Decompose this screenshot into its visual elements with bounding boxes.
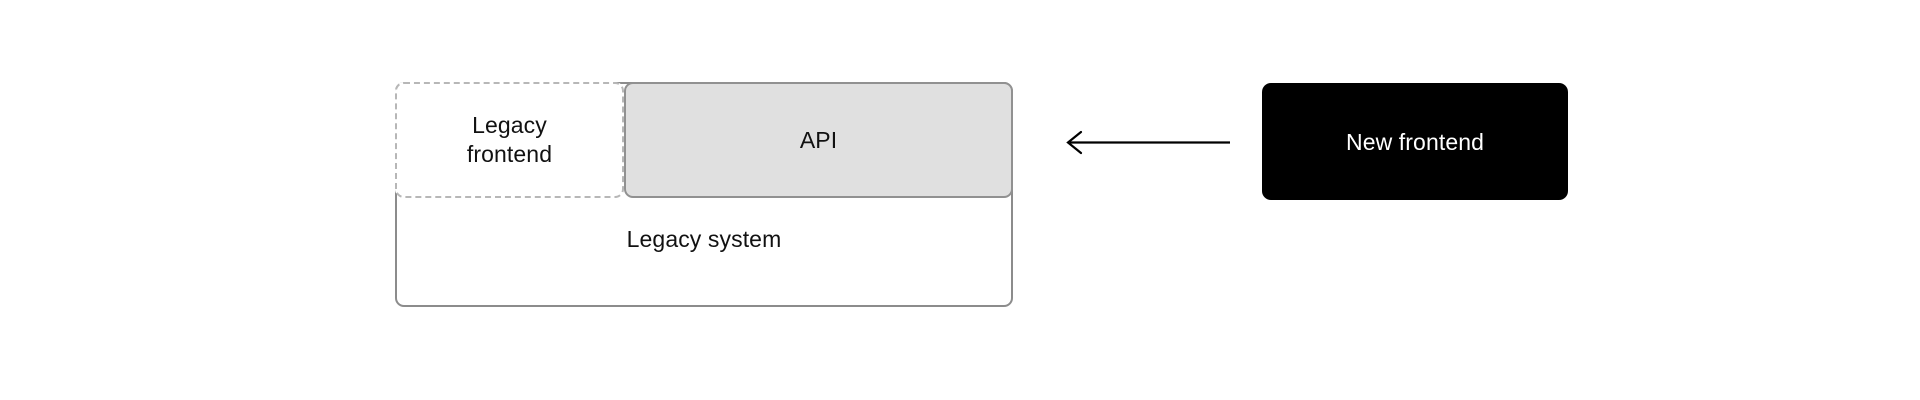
api-label: API [799, 127, 838, 153]
api-node[interactable]: API [624, 82, 1013, 198]
new-frontend-label: New frontend [1346, 128, 1484, 155]
legacy-frontend-label-line1: Legacy [472, 112, 547, 138]
legacy-frontend-label: Legacy frontend [397, 111, 622, 169]
new-frontend-node[interactable]: New frontend [1262, 83, 1568, 200]
legacy-system-label: Legacy system [626, 226, 782, 252]
legacy-frontend-node[interactable]: Legacy frontend [395, 82, 624, 198]
arrow-head [1066, 130, 1083, 155]
arrow-new-frontend-to-api-icon [1066, 130, 1230, 155]
legacy-frontend-label-line2: frontend [466, 141, 553, 167]
